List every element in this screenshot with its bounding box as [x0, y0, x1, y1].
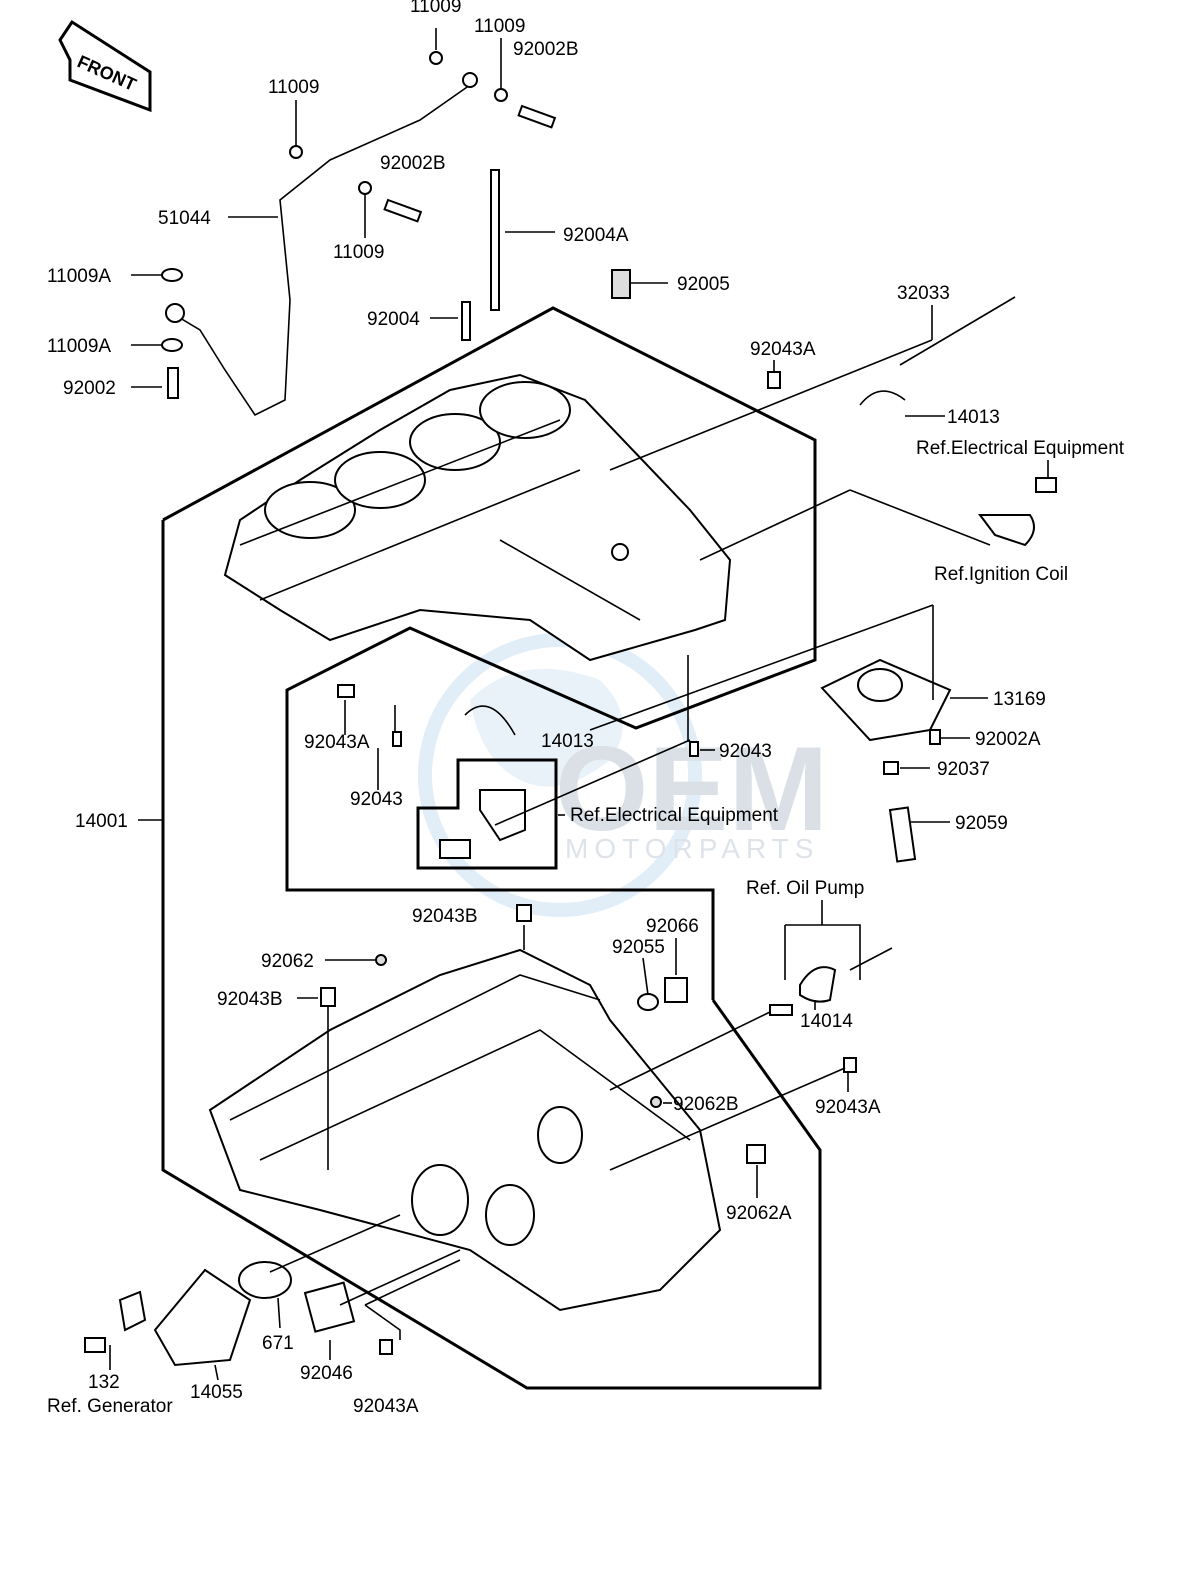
label-14001: 14001	[75, 811, 128, 832]
label-92002B-a: 92002B	[513, 39, 579, 60]
label-11009-b: 11009	[474, 16, 525, 37]
label-11009-d: 11009	[333, 242, 384, 263]
label-671: 671	[262, 1333, 294, 1354]
label-11009A-b: 11009A	[47, 336, 111, 357]
label-ref-electrical-a: Ref.Electrical Equipment	[916, 438, 1125, 459]
label-11009A-a: 11009A	[47, 266, 111, 287]
label-92002: 92002	[63, 378, 116, 399]
label-ref-oil-pump: Ref. Oil Pump	[746, 878, 864, 899]
label-92043A-a: 92043A	[750, 339, 816, 360]
label-92043A-d: 92043A	[353, 1396, 419, 1417]
label-92043A-c: 92043A	[815, 1097, 881, 1118]
label-32033: 32033	[897, 283, 950, 304]
label-92043-b: 92043	[350, 789, 403, 810]
label-92055: 92055	[612, 937, 665, 958]
label-92043A-b: 92043A	[304, 732, 370, 753]
label-92062B: 92062B	[673, 1094, 739, 1115]
leader-lines	[109, 28, 1049, 1381]
ref-electrical-box	[416, 758, 558, 870]
label-92004: 92004	[367, 309, 420, 330]
label-92062: 92062	[261, 951, 314, 972]
label-92043B-a: 92043B	[412, 906, 478, 927]
label-ref-ignition-coil: Ref.Ignition Coil	[934, 564, 1068, 585]
label-92066: 92066	[646, 916, 699, 937]
upper-crankcase-frame	[162, 306, 817, 1000]
label-11009-top: 11009	[410, 0, 461, 17]
label-92059: 92059	[955, 813, 1008, 834]
small-parts	[84, 51, 1057, 1367]
watermark-sub: MOTORPARTS	[565, 833, 819, 864]
hose-fitting-top	[462, 72, 478, 88]
hose-fitting-bottom	[165, 303, 185, 323]
label-14013-a: 14013	[947, 407, 1000, 428]
front-arrow-badge: FRONT	[58, 19, 152, 113]
label-92002A: 92002A	[975, 729, 1041, 750]
label-92046: 92046	[300, 1363, 353, 1384]
label-92002B-b: 92002B	[380, 153, 446, 174]
lower-crankcase	[208, 948, 722, 1312]
part-labels: 11009 11009 92002B 11009 92002B 51044 11…	[47, 0, 1125, 1417]
label-13169: 13169	[993, 689, 1046, 710]
label-92043B-b: 92043B	[217, 989, 283, 1010]
upper-crankcase	[223, 373, 732, 662]
label-92043-a: 92043	[719, 741, 772, 762]
label-92062A: 92062A	[726, 1203, 792, 1224]
label-14014: 14014	[800, 1011, 853, 1032]
oil-hose	[174, 84, 471, 417]
label-ref-electrical-b: Ref.Electrical Equipment	[570, 805, 779, 826]
label-92004A: 92004A	[563, 225, 629, 246]
label-11009-c: 11009	[268, 77, 319, 98]
label-14013-b: 14013	[541, 731, 594, 752]
label-92005: 92005	[677, 274, 730, 295]
label-51044: 51044	[158, 208, 211, 229]
label-ref-generator: Ref. Generator	[47, 1396, 173, 1417]
label-132: 132	[88, 1372, 120, 1393]
assembly-frame	[161, 520, 822, 1390]
label-14055: 14055	[190, 1382, 243, 1403]
label-92037: 92037	[937, 759, 990, 780]
